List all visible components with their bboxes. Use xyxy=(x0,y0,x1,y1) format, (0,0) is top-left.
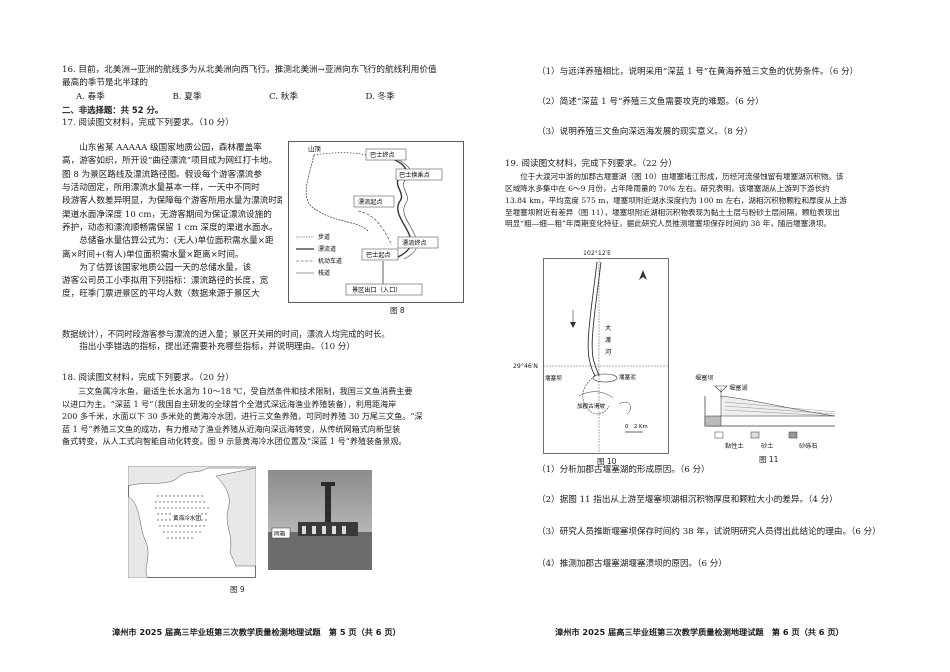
q17-tail: 数据统计），不同时段游客参与漂流的进入量；景区开关闸的时间，漂流人均完成的时长。… xyxy=(62,328,462,354)
q16-option-b: B. 夏季 xyxy=(172,91,202,102)
q17-line: 养护，动态和漂流顺畅需保留 1 cm 深度的渠道水面水。 xyxy=(62,222,278,233)
fig8-legend-plank: 栈道 xyxy=(318,269,330,277)
q18-title: 18. 阅读图文材料，完成下列要求。（20 分） xyxy=(62,373,234,383)
fig10-scale: 0 2 Km xyxy=(625,424,648,430)
fig10-label-lake-mud: 堰塞泥 xyxy=(619,373,636,381)
fig10-river-char-2: 渡 xyxy=(605,336,611,344)
q18-sub-2: （2）简述“深蓝 1 号”养殖三文鱼需要攻克的难题。（6 分） xyxy=(537,97,764,107)
figure-9-map: 黄海冷水团 xyxy=(127,465,257,579)
fig9-photo-label: 网箱 xyxy=(274,530,286,538)
q17-line: 离×时间+(有人)单位面积需水量×距离×时间。 xyxy=(62,249,244,260)
q16-options: A. 春季 B. 夏季 C. 秋季 D. 冬季 xyxy=(62,91,462,104)
fig10-label-landslide: 加郡古滑坡 xyxy=(577,402,605,410)
fig8-legend-road: 机动车道 xyxy=(318,257,342,265)
q16-option-d: D. 冬季 xyxy=(365,91,395,102)
q16-option-a: A. 春季 xyxy=(76,91,105,102)
fig8-label-exit: 景区出口（入口） xyxy=(352,286,402,294)
q17-line: 度，旺季门票进景区的平均人数（数据来源于景区大 xyxy=(62,289,260,300)
fig10-river-char-1: 大 xyxy=(605,324,611,332)
q19-sub-4-block: （4）推测加郡古堰塞湖堰塞溃坝的原因。（6 分） xyxy=(537,558,937,571)
fig8-label-rafting-start: 漂流起点 xyxy=(358,198,383,206)
footer-page-5: 漳州市 2025 届高三毕业班第三次教学质量检测地理试题 第 5 页（共 6 页… xyxy=(112,627,401,637)
q19-sub-2: （2）据图 11 指出从上游至堰塞坝湖相沉积物厚度和颗粒大小的差异。（4 分） xyxy=(537,495,838,505)
q18-line: 备式转变，从人工式向智能自动化转变。图 9 示意黄海冷水团位置及“深蓝 1 号”… xyxy=(62,436,407,447)
q19-line: 区域降水多集中在 6～9 月份，占年降雨量的 70% 左右。研究表明，该堰塞湖从… xyxy=(505,184,830,194)
figure-11: 堰塞坝 堰塞湖 黏性土 砂土 砂砾石 图 11 xyxy=(685,375,851,468)
q19-line: 位于大渡河中游的加郡古堰塞湖（图 10）由堰塞堵江形成，历经河流侵蚀留有堰塞湖沉… xyxy=(520,172,844,182)
fig11-title-lake: 堰塞湖 xyxy=(729,385,748,392)
q19-line: 至堰塞坝附近有差异（图 11），堰塞坝附近湖相沉积物表现为黏土土层与粉砂土层间隔… xyxy=(505,207,840,217)
q19-line: 13.84 km，平均宽度 575 m，堰塞坝附近湖水深度约为 100 m 左右… xyxy=(505,195,848,205)
q17-line: 为了估算该国家地质公园一天的总储水量，该 xyxy=(79,262,252,273)
fig11-caption: 图 11 xyxy=(759,455,779,464)
page-6: （1）与远洋养殖相比，说明采用“深蓝 1 号”在黄海养殖三文鱼的优势条件。（6 … xyxy=(475,0,950,672)
fig8-legend-rafting: 漂流道 xyxy=(318,245,336,253)
section-heading: 二、非选择题：共 52 分。 xyxy=(62,104,164,115)
q17-line: 总储备水量估算公式为：(无人)单位面积需水量×距 xyxy=(79,236,274,247)
fig11-title-dam: 堰塞坝 xyxy=(695,375,714,382)
figure-10: 大 渡 河 堰塞坝 堰塞泥 加郡古滑坡 0 2 Km 102°12′E 29°4… xyxy=(513,250,669,466)
q17-title: 17. 阅读图文材料，完成下列要求。（10 分） xyxy=(62,117,234,128)
q17-line: 渠道水面净深度 10 cm，无游客期间为保证漂流设施的 xyxy=(62,209,272,220)
q18-subquestion-2: （2）简述“深蓝 1 号”养殖三文鱼需要攻克的难题。（6 分） xyxy=(537,96,937,109)
q18-line: 三文鱼属冷水鱼，最适生长水温为 10～18 ℃，受自然条件和技术限制，我国三文鱼… xyxy=(78,386,413,397)
q17-line: 游客公司员工小李拟用下列指标：漂流路径的长度，宽 xyxy=(62,276,269,287)
q17-line: 数据统计），不同时段游客参与漂流的进入量；景区开关闸的时间，漂流人均完成的时长。 xyxy=(62,329,390,339)
fig10-map: 大 渡 河 堰塞坝 堰塞泥 加郡古滑坡 0 2 Km xyxy=(543,258,669,454)
fig10-label-dam: 堰塞坝 xyxy=(545,374,562,382)
q19-sub-1: （1）分析加郡古堰塞湖的形成原因。（6 分） xyxy=(537,465,710,475)
figure-8: 山顶 巴士终点 巴士换乘点 漂流起点 漂流终点 巴士起点 景区出口（入口） 步道… xyxy=(288,141,464,315)
q16-option-c: C. 秋季 xyxy=(269,91,298,102)
q19-sub-3: （3）研究人员推断堰塞坝保存时间约 38 年，试说明研究人员得出此结论的理由。（… xyxy=(537,527,881,537)
q17-line: 与活动固定，所用漂流水量基本一样，一天中不同时 xyxy=(62,182,260,193)
question-16: 16. 目前，北美洲→亚洲的航线多为从北美洲向西飞行。推测北美洲→亚洲向东飞行的… xyxy=(62,64,462,130)
question-19: 19. 阅读图文材料，完成下列要求。（22 分） 位于大渡河中游的加郡古堰塞湖（… xyxy=(505,158,925,230)
fig11-legend-clay: 黏性土 xyxy=(725,443,744,450)
q18-line: 以进口为主。“深蓝 1 号”（我国自主研发的全球首个全潜式深远海渔业养殖装备），… xyxy=(62,398,397,409)
q18-subquestion-3: （3）说明养殖三文鱼向深远海发展的现实意义。（8 分） xyxy=(537,126,937,139)
q19-line: 明显“粗—细—粗”年周期变化特征，据此研究人员推测堰塞坝保存时间约 38 年，随… xyxy=(505,219,832,229)
footer-page-6: 漳州市 2025 届高三毕业班第三次教学质量检测地理试题 第 6 页（共 6 页… xyxy=(555,627,844,637)
question-18: 18. 阅读图文材料，完成下列要求。（20 分） 三文鱼属冷水鱼，最适生长水温为… xyxy=(62,372,462,448)
figure-8-map: 山顶 巴士终点 巴士换乘点 漂流起点 漂流终点 巴士起点 景区出口（入口） 步道… xyxy=(288,141,464,303)
fig11-legend-sand: 砂土 xyxy=(761,443,774,450)
q18-sub-3: （3）说明养殖三文鱼向深远海发展的现实意义。（8 分） xyxy=(537,127,753,137)
fig11-legend-gravel: 砂砾石 xyxy=(799,443,818,450)
q19-sub-4: （4）推测加郡古堰塞湖堰塞溃坝的原因。（6 分） xyxy=(537,559,727,569)
q19-sub-2-block: （2）据图 11 指出从上游至堰塞坝湖相沉积物厚度和颗粒大小的差异。（4 分） xyxy=(537,494,937,507)
q19-title: 19. 阅读图文材料，完成下列要求。（22 分） xyxy=(505,159,677,169)
fig8-label-rafting-end: 漂流终点 xyxy=(402,239,427,247)
fig9-caption: 图 9 xyxy=(230,585,245,594)
q17-line: 山东省某 AAAAA 级国家地质公园，森林覆盖率 xyxy=(79,143,262,153)
figure-9-photo: 网箱 xyxy=(268,470,372,570)
q17-text: 山东省某 AAAAA 级国家地质公园，森林覆盖率 高，游客如织，所开设“曲径漂流… xyxy=(62,142,282,302)
page-5: 16. 目前，北美洲→亚洲的航线多为从北美洲向西飞行。推测北美洲→亚洲向东飞行的… xyxy=(62,64,464,637)
q17-line: 高，游客如织，所开设“曲径漂流”项目成为网红打卡地。 xyxy=(62,156,278,167)
q17-line: 图 8 为景区路线及漂流路径图。假设每个游客漂流参 xyxy=(62,169,262,180)
q16-line2: 最高的季节是北半球的 xyxy=(62,78,148,89)
fig10-caption: 图 10 xyxy=(597,457,617,466)
q18-sub-1: （1）与远洋养殖相比，说明采用“深蓝 1 号”在黄海养殖三文鱼的优势条件。（6 … xyxy=(537,67,859,77)
fig10-longitude: 102°12′E xyxy=(583,250,612,257)
q19-sub-3-block: （3）研究人员推断堰塞坝保存时间约 38 年，试说明研究人员得出此结论的理由。（… xyxy=(537,526,937,539)
deep-blue-cage-photo-icon: 网箱 xyxy=(268,470,372,570)
fig8-label-bus-end: 巴士终点 xyxy=(370,151,395,159)
q18-line: 200 多千米，水面以下 30 多米处的黄海冷水团，进行三文鱼养殖，可同时养殖 … xyxy=(62,411,423,422)
q17-ask: 指出小李错选的指标，提出还需要补充哪些指标，并说明理由。（10 分） xyxy=(79,341,355,352)
yellow-sea-map-icon: 黄海冷水团 xyxy=(127,465,257,579)
fig8-caption: 图 8 xyxy=(390,306,405,315)
fig11-cross-section xyxy=(704,385,836,439)
q18-line: 蓝 1 号”养殖三文鱼的成功，有力推动了渔业养殖从近海向深远海转变，从传统网箱式… xyxy=(62,423,401,434)
q18-subquestions: （1）与远洋养殖相比，说明采用“深蓝 1 号”在黄海养殖三文鱼的优势条件。（6 … xyxy=(537,66,937,79)
fig8-label-bus-transfer: 巴士换乘点 xyxy=(399,171,430,179)
fig8-label-bus-start: 巴士起点 xyxy=(366,251,391,259)
q19-sub-1-block: （1）分析加郡古堰塞湖的形成原因。（6 分） xyxy=(537,464,937,477)
fig10-latitude: 29°46′N xyxy=(513,363,538,370)
q17-line: 段游客人数差异明显，为保障每个游客所用水量为漂流时路径 xyxy=(62,196,282,207)
fig9-map-label: 黄海冷水团 xyxy=(173,514,201,522)
q16-line1: 16. 目前，北美洲→亚洲的航线多为从北美洲向西飞行。推测北美洲→亚洲向东飞行的… xyxy=(62,65,437,75)
fig8-legend-trail: 步道 xyxy=(318,233,330,241)
fig8-label-peak: 山顶 xyxy=(308,144,321,153)
fig10-river-char-3: 河 xyxy=(605,348,611,356)
